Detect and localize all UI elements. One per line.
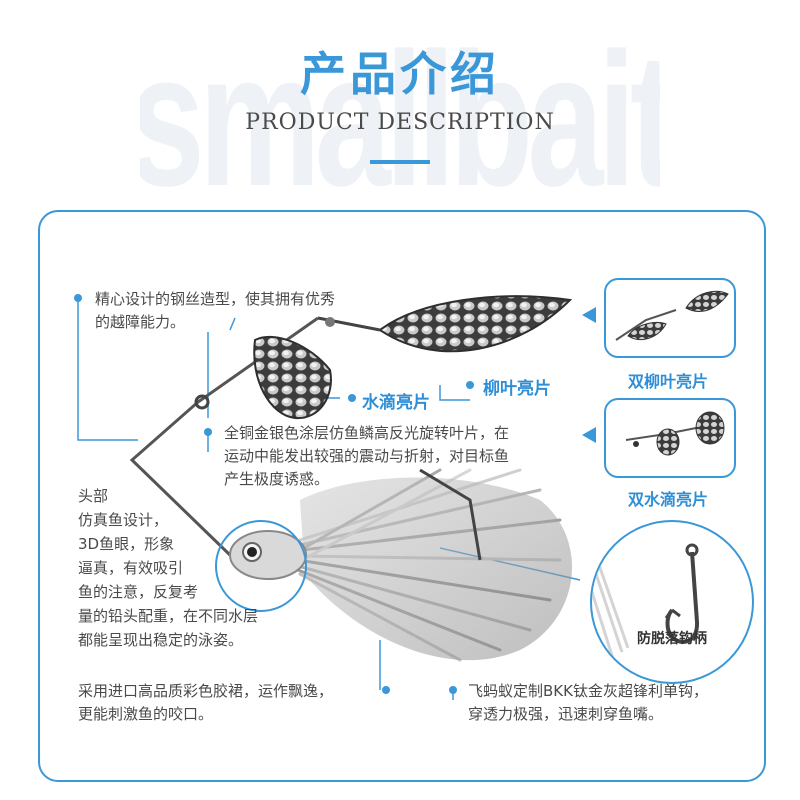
skirt-callout-line-1: 采用进口高品质彩色胶裙，运作飘逸，: [78, 682, 334, 700]
blade-coating-callout: 全铜金银色涂层仿鱼鳞高反光旋转叶片，在 运动中能发出较强的震动与折射，对目标鱼 …: [224, 422, 509, 491]
head-callout-line-2: 仿真鱼设计，: [78, 511, 169, 529]
water-drop-blade: [253, 335, 332, 420]
blade-coating-line-2: 运动中能发出较强的震动与折射，对目标鱼: [224, 447, 510, 465]
head-callout-line-6: 量的铅头配重，在不同水层: [78, 607, 259, 625]
head-highlight-circle: [215, 520, 307, 612]
page-subtitle: PRODUCT DESCRIPTION: [245, 110, 555, 135]
wire-callout: 精心设计的钢丝造型，使其拥有优秀 的越障能力。: [95, 288, 335, 334]
title-underline: [370, 160, 430, 164]
wire-callout-line-2: 的越障能力。: [95, 313, 186, 331]
head-callout: 头部 仿真鱼设计， 3D鱼眼，形象 逼真，有效吸引 鱼的注意，反复考 量的铅头配…: [78, 484, 258, 652]
watermark-logo: smallbait: [140, 20, 660, 210]
double-willow-image: [615, 290, 729, 341]
variant-label-double-willow: 双柳叶亮片: [627, 372, 708, 391]
blade-coating-line-1: 全铜金银色涂层仿鱼鳞高反光旋转叶片，在: [224, 424, 510, 442]
hook-callout: 飞蚂蚁定制BKK钛金灰超锋利单钩， 穿透力极强，迅速刺穿鱼嘴。: [468, 680, 708, 726]
blade-coating-line-3: 产生极度诱惑。: [224, 470, 330, 488]
wire-callout-line-1: 精心设计的钢丝造型，使其拥有优秀: [95, 290, 336, 308]
head-callout-line-4: 逼真，有效吸引: [78, 559, 184, 577]
variant-label-double-drop: 双水滴亮片: [627, 490, 708, 509]
head-callout-line-3: 3D鱼眼，形象: [78, 535, 175, 553]
variant-thumb-double-drop: [604, 398, 736, 478]
willow-blade-label: 柳叶亮片: [483, 379, 551, 399]
hook-callout-line-1: 飞蚂蚁定制BKK钛金灰超锋利单钩，: [468, 682, 708, 700]
skirt-callout-line-2: 更能刺激鱼的咬口。: [78, 705, 214, 723]
page-title: 产品介绍: [300, 47, 500, 101]
head-callout-line-7: 都能呈现出稳定的泳姿。: [78, 631, 244, 649]
double-drop-image: [625, 411, 725, 456]
water-drop-blade-label: 水滴亮片: [362, 393, 430, 413]
head-callout-line-5: 鱼的注意，反复考: [78, 583, 199, 601]
head-callout-line-1: 头部: [78, 487, 109, 505]
variant-thumb-double-willow: [604, 278, 736, 358]
hook-detail-circle: [590, 520, 754, 684]
willow-blade: [378, 295, 573, 353]
watermark-text: smallbait: [140, 20, 660, 210]
skirt-callout: 采用进口高品质彩色胶裙，运作飘逸， 更能刺激鱼的咬口。: [78, 680, 333, 726]
hook-detail-label: 防脱落钩柄: [637, 631, 707, 647]
hook-image: [592, 543, 700, 663]
hook-callout-line-2: 穿透力极强，迅速刺穿鱼嘴。: [468, 705, 664, 723]
